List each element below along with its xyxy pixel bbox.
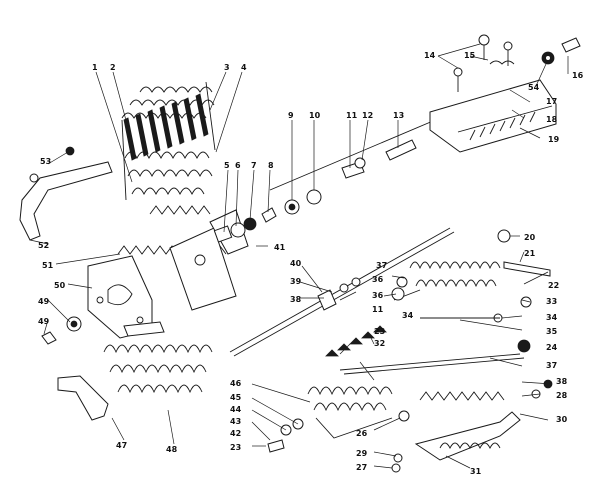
callout-33: 33 (546, 297, 557, 306)
right-spring-assembly (393, 229, 551, 323)
callout-19: 19 (548, 135, 560, 144)
callout-42: 42 (230, 429, 241, 438)
callout-23-upper: 23 (374, 327, 385, 336)
callout-41: 41 (274, 243, 286, 252)
callout-22: 22 (548, 281, 559, 290)
callout-2: 2 (110, 63, 116, 72)
callout-43: 43 (230, 417, 241, 426)
callout-labels: 1 2 3 4 53 5 6 7 8 9 10 11 12 13 14 15 1… (38, 51, 584, 476)
callout-32: 32 (374, 339, 385, 348)
callout-14: 14 (424, 51, 436, 60)
callout-35: 35 (546, 327, 558, 336)
callout-1: 1 (92, 63, 98, 72)
callout-9: 9 (288, 111, 294, 120)
callout-6: 6 (235, 161, 241, 170)
callout-7: 7 (251, 161, 257, 170)
callout-40: 40 (290, 259, 302, 268)
callout-23-lower: 23 (230, 443, 241, 452)
callout-12: 12 (362, 111, 373, 120)
lower-left-spring-assembly (57, 321, 213, 421)
callout-11: 11 (346, 111, 358, 120)
parts-5-8-cluster (213, 207, 277, 243)
upper-spring-assembly (121, 81, 216, 201)
callout-54: 54 (528, 83, 540, 92)
callout-45: 45 (230, 393, 242, 402)
callout-18: 18 (546, 115, 558, 124)
callout-20: 20 (524, 233, 536, 242)
callout-8: 8 (268, 161, 274, 170)
parts-49-left (41, 316, 82, 345)
callout-46: 46 (230, 379, 242, 388)
callout-51: 51 (42, 261, 54, 270)
callout-10: 10 (309, 111, 321, 120)
main-diagonal-shaft (229, 117, 455, 357)
upper-right-bracket (429, 34, 581, 153)
callout-29: 29 (356, 449, 368, 458)
callout-31: 31 (470, 467, 482, 476)
callout-21: 21 (524, 249, 536, 258)
callout-34b: 34 (402, 311, 414, 320)
callout-39: 39 (290, 277, 302, 286)
lower-center-assembly (267, 353, 525, 453)
callout-30: 30 (556, 415, 568, 424)
parts-9-13-cluster (284, 139, 417, 215)
leader-lines (29, 43, 569, 469)
callout-5: 5 (224, 161, 230, 170)
callout-49-upper: 49 (38, 297, 50, 306)
callout-36b: 36 (372, 291, 384, 300)
callout-52: 52 (38, 241, 49, 250)
callout-50: 50 (54, 281, 66, 290)
callout-44: 44 (230, 405, 242, 414)
callout-38: 38 (290, 295, 302, 304)
left-bracket-52 (19, 146, 113, 241)
callout-34: 34 (546, 313, 558, 322)
callout-53: 53 (40, 157, 51, 166)
callout-38b: 38 (556, 377, 568, 386)
callout-15: 15 (464, 51, 476, 60)
callout-13: 13 (393, 111, 404, 120)
callout-11b: 11 (372, 305, 384, 314)
callout-26: 26 (356, 429, 368, 438)
callout-27: 27 (356, 463, 367, 472)
callout-36: 36 (372, 275, 384, 284)
callout-3: 3 (224, 63, 230, 72)
callout-28: 28 (556, 391, 568, 400)
lower-right-assembly (391, 339, 553, 473)
callout-17: 17 (546, 97, 557, 106)
callout-24: 24 (546, 343, 558, 352)
center-shaft-parts (317, 276, 408, 311)
callout-37: 37 (376, 261, 387, 270)
callout-37b: 37 (546, 361, 557, 370)
callout-49-lower: 49 (38, 317, 50, 326)
callout-48: 48 (166, 445, 178, 454)
callout-4: 4 (241, 63, 247, 72)
callout-16: 16 (572, 71, 584, 80)
callout-47: 47 (116, 441, 127, 450)
